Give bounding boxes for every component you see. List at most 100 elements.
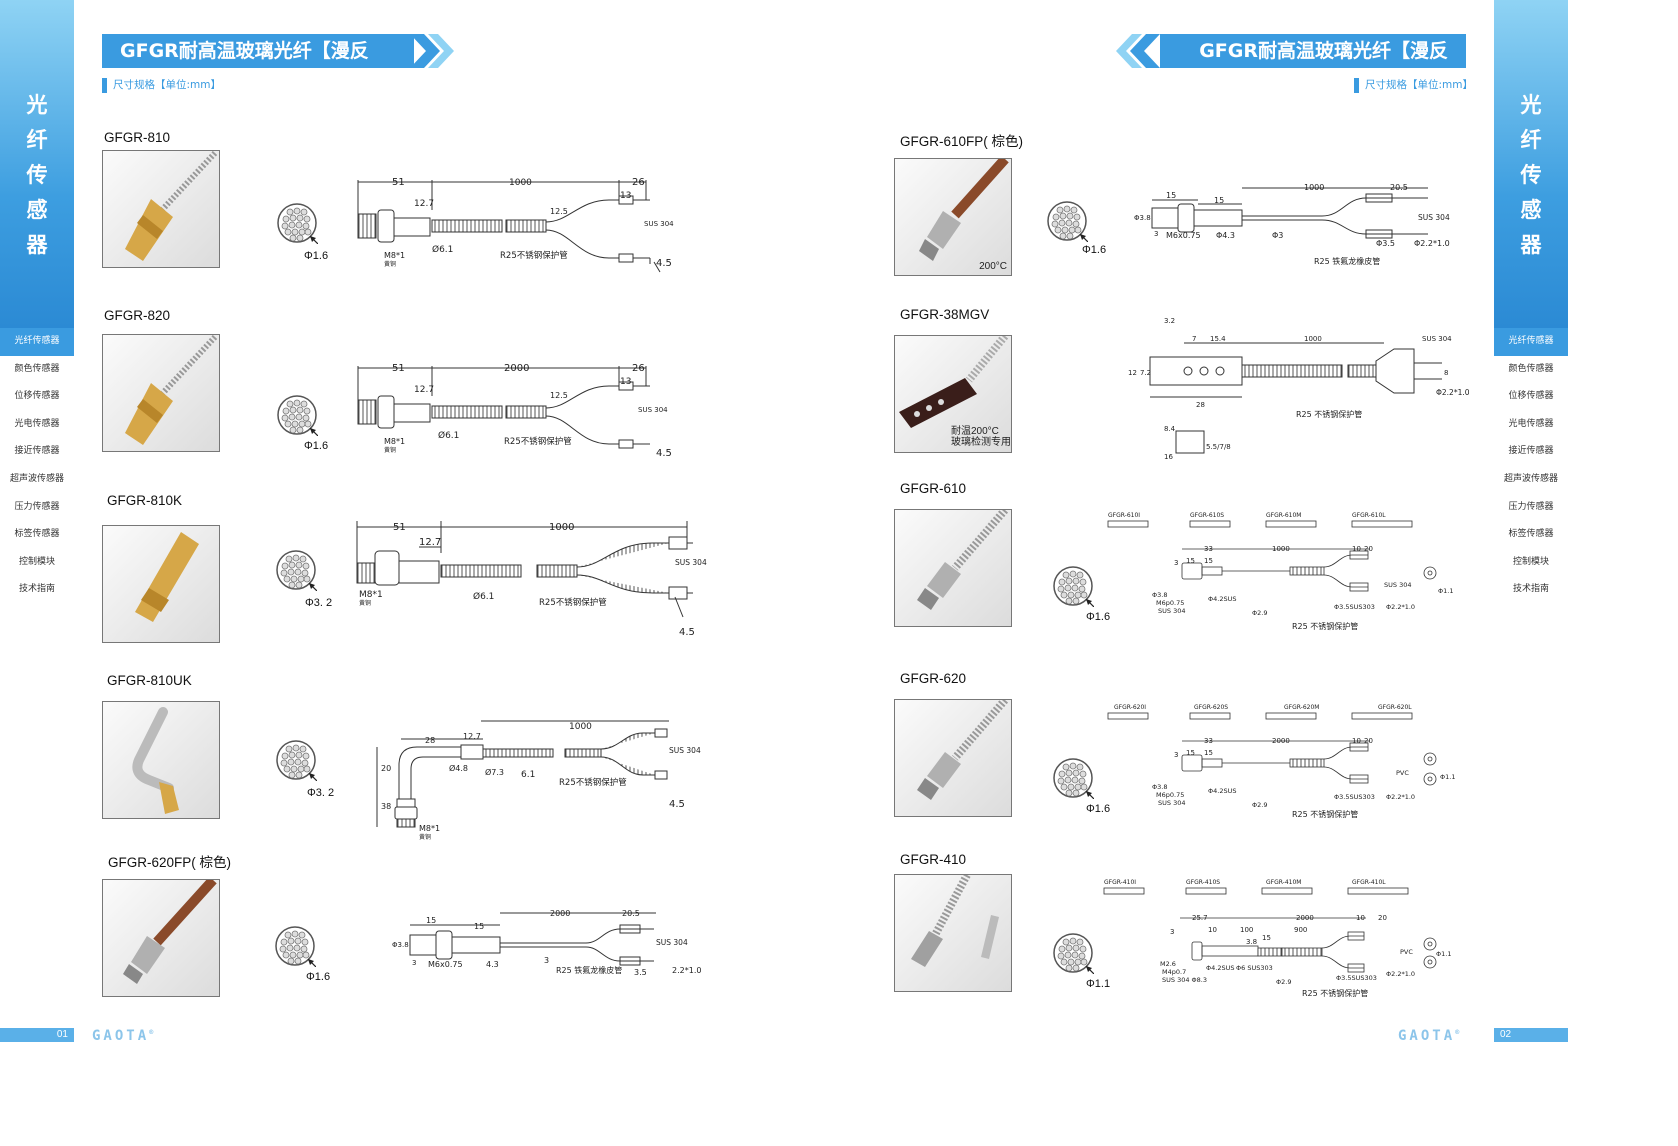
sidebar-item-control[interactable]: 控制模块 [18,556,55,567]
sensor-photo-image [919,159,1009,261]
footer-right: GAOTA® 02 [0,1028,1568,1044]
sidebar-band [1494,0,1568,328]
sidebar-item-guide[interactable]: 技术指南 [1512,584,1549,595]
product-name: GFGR-810 [104,130,171,145]
svg-text:黄铜: 黄铜 [384,446,396,454]
svg-text:GFGR-410I: GFGR-410I [1104,879,1136,886]
dimension-drawing: GFGR-620I GFGR-620S GFGR-620M GFGR-620L … [1107,704,1455,819]
svg-text:15: 15 [1186,749,1195,757]
svg-text:GFGR-610S: GFGR-610S [1190,512,1224,519]
svg-text:2000: 2000 [550,909,570,918]
fiber-diameter: Φ1.1 [1086,978,1111,990]
svg-text:15: 15 [1204,557,1213,565]
product-photo [894,509,1012,627]
svg-text:SUS 304: SUS 304 [656,938,688,947]
chevron-right-icon [410,34,454,68]
svg-text:Φ2.2*1.0: Φ2.2*1.0 [1386,970,1415,978]
svg-text:38: 38 [381,802,391,811]
sidebar-item-displacement[interactable]: 位移传感器 [1508,391,1554,402]
svg-text:1000: 1000 [509,178,532,188]
svg-text:3.2: 3.2 [1164,317,1175,325]
svg-text:M8*1: M8*1 [384,437,405,446]
sidebar-item-photoelectric[interactable]: 光电传感器 [1508,418,1554,429]
svg-text:M6p0.75: M6p0.75 [1156,791,1184,799]
page-title-left: GFGR耐高温玻璃光纤【漫反射】 [102,34,414,96]
svg-text:R25 不锈钢保护管: R25 不锈钢保护管 [1292,809,1358,819]
svg-text:2000: 2000 [1272,737,1290,745]
svg-text:20: 20 [1378,914,1387,922]
svg-text:Φ3.8: Φ3.8 [392,941,409,949]
page-number: 01 [0,1028,74,1042]
product-name: GFGR-620FP( 棕色) [108,855,232,870]
sidebar-item-fiber[interactable]: 光纤传感器 [1494,328,1568,356]
svg-text:900: 900 [1294,926,1307,934]
svg-text:33: 33 [1204,545,1213,553]
product-photo [102,525,220,643]
product-name: GFGR-410 [900,852,967,867]
dimension-drawing: 51 12.7 1000 26 13 12.5 Ø6.1 M8*1 黄铜 R25… [357,177,674,273]
sidebar-item-guide[interactable]: 技术指南 [18,584,55,595]
product-photo [894,874,1012,992]
svg-text:51: 51 [393,522,406,533]
svg-text:SUS 304: SUS 304 [675,558,707,567]
dimension-drawing: 51 12.7 1000 Ø6.1 M8*1 黄铜 R25不锈钢保护管 SUS … [356,521,707,637]
svg-text:M4p0.7: M4p0.7 [1162,968,1186,976]
sidebar-item-proximity[interactable]: 接近传感器 [14,446,60,457]
sensor-photo-image [123,880,217,984]
svg-text:R25不锈钢保护管: R25不锈钢保护管 [559,777,627,788]
sidebar-item-label[interactable]: 标签传感器 [14,529,60,540]
svg-text:Φ1.1: Φ1.1 [1436,950,1451,958]
svg-text:GFGR-610M: GFGR-610M [1266,512,1301,519]
fiber-end-icon [275,926,316,967]
page-number: 02 [1494,1028,1568,1042]
sidebar-item-control[interactable]: 控制模块 [1512,556,1549,567]
fiber-diameter: Φ1.6 [1082,244,1107,256]
sidebar-item-fiber[interactable]: 光纤传感器 [0,328,74,356]
svg-text:12.5: 12.5 [550,207,568,216]
sensor-photo-image [917,700,1009,800]
svg-text:GFGR-620I: GFGR-620I [1114,704,1146,711]
svg-text:15: 15 [1262,934,1271,942]
product-photo [102,879,220,997]
svg-text:Φ3.5SUS303: Φ3.5SUS303 [1336,974,1377,982]
svg-text:M6p0.75: M6p0.75 [1156,599,1184,607]
dimension-drawing: 15 15 1000 20.5 Φ3.8 3 M6x0.75 Φ4.3 Φ3 R… [1134,183,1450,266]
svg-text:Φ3.5SUS303: Φ3.5SUS303 [1334,603,1375,611]
brand-logo: GAOTA® [1398,1028,1463,1044]
dimension-drawing: 15 15 2000 20.5 Φ3.8 3 M6x0.75 4.3 3 R25… [392,909,701,977]
svg-text:Φ3.8: Φ3.8 [1152,783,1167,791]
right-sidebar: 光 纤 传 感 器 光纤传感器 颜色传感器 位移传感器 光电传感器 接近传感器 … [1494,0,1568,1072]
svg-text:R25 不锈钢保护管: R25 不锈钢保护管 [1302,988,1368,998]
sidebar-item-pressure[interactable]: 压力传感器 [1508,501,1554,512]
sensor-photo-image [899,336,1009,428]
product-name: GFGR-610FP( 棕色) [900,134,1024,149]
sidebar-item-displacement[interactable]: 位移传感器 [14,391,60,402]
sidebar-item-photoelectric[interactable]: 光电传感器 [14,418,60,429]
dimension-drawing: 3.2 7 15.4 1000 SUS 304 12 7.2 28 8.4 16… [1128,317,1470,461]
svg-text:R25不锈钢保护管: R25不锈钢保护管 [539,597,607,608]
svg-text:Ø7.3: Ø7.3 [485,767,504,777]
svg-text:26: 26 [632,363,645,374]
sidebar-item-ultrasonic[interactable]: 超声波传感器 [9,473,64,484]
svg-text:7: 7 [1192,335,1196,343]
sidebar-item-color[interactable]: 颜色传感器 [14,363,60,374]
sidebar-item-label[interactable]: 标签传感器 [1508,529,1554,540]
sidebar-item-color[interactable]: 颜色传感器 [1508,363,1554,374]
fiber-diameter: Φ1.6 [1086,803,1111,815]
sidebar-item-proximity[interactable]: 接近传感器 [1508,446,1554,457]
svg-text:Φ4.3: Φ4.3 [1216,231,1235,240]
sidebar-item-ultrasonic[interactable]: 超声波传感器 [1503,473,1558,484]
fiber-end-icon [277,395,318,436]
sidebar-item-pressure[interactable]: 压力传感器 [14,501,60,512]
sidebar-nav: 光纤传感器 颜色传感器 位移传感器 光电传感器 接近传感器 超声波传感器 压力传… [0,328,74,604]
svg-text:GFGR-410M: GFGR-410M [1266,879,1301,886]
svg-text:20: 20 [1364,545,1373,553]
svg-text:GFGR-610I: GFGR-610I [1108,512,1140,519]
svg-text:Ø4.8: Ø4.8 [449,763,468,773]
svg-text:4.3: 4.3 [486,960,499,969]
svg-text:7.2: 7.2 [1140,369,1151,377]
svg-text:GFGR-620L: GFGR-620L [1378,704,1412,711]
svg-text:33: 33 [1204,737,1213,745]
sensor-photo-image [911,875,999,967]
sensor-photo-image [132,707,179,814]
